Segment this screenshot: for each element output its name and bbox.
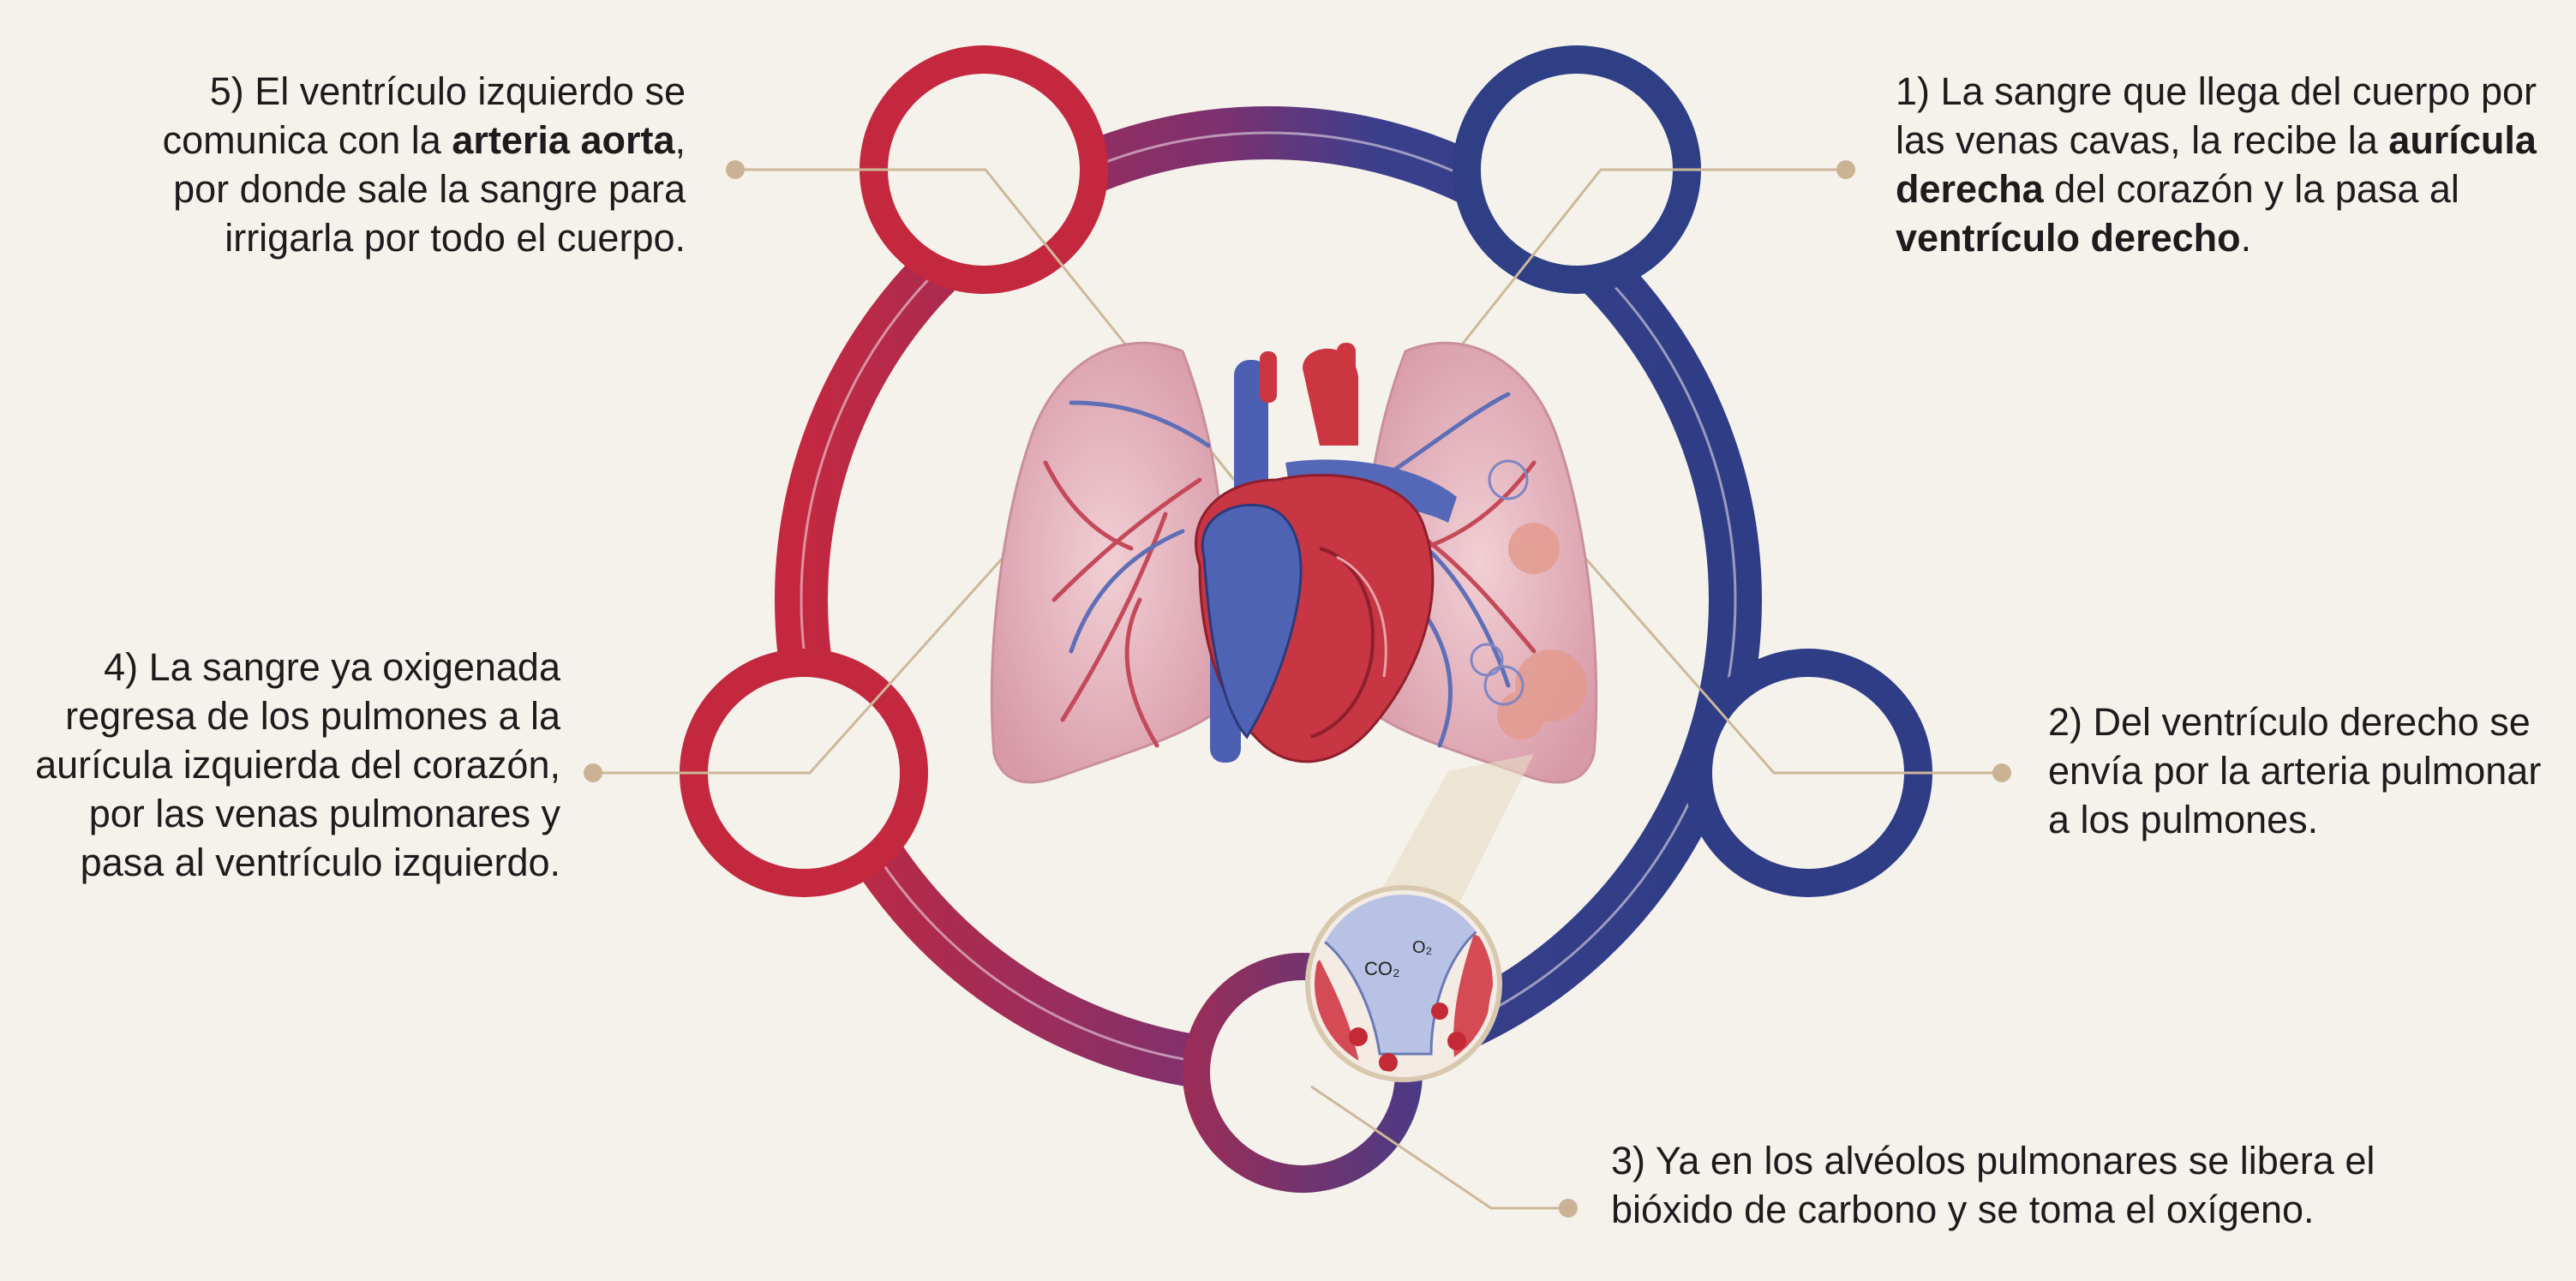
caption-step-1: 1) La sangre que llega del cuerpo por la… <box>1896 67 2547 262</box>
caption-text: 2) Del ventrículo derecho se envía por l… <box>2048 700 2541 841</box>
caption-bold-term: arteria aorta <box>452 118 674 162</box>
o2-label: O₂ <box>1412 938 1432 957</box>
caption-text: del corazón y la pasa al <box>2044 167 2459 211</box>
caption-step-4: 4) La sangre ya oxigenada regresa de los… <box>12 643 560 887</box>
caption-text: 4) La sangre ya oxigenada regresa de los… <box>35 645 560 884</box>
co2-label: CO₂ <box>1364 958 1400 979</box>
caption-bold-term: ventrículo derecho <box>1896 216 2241 260</box>
caption-text: 3) Ya en los alvéolos pulmonares se libe… <box>1611 1139 2375 1231</box>
caption-step-3: 3) Ya en los alvéolos pulmonares se libe… <box>1611 1136 2382 1234</box>
alveolus-inset-icon: CO₂ O₂ <box>1303 754 1534 1088</box>
caption-step-5: 5) El ventrículo izquierdo se comunica c… <box>103 67 686 262</box>
caption-step-2: 2) Del ventrículo derecho se envía por l… <box>2048 697 2562 844</box>
caption-text: . <box>2241 216 2252 260</box>
